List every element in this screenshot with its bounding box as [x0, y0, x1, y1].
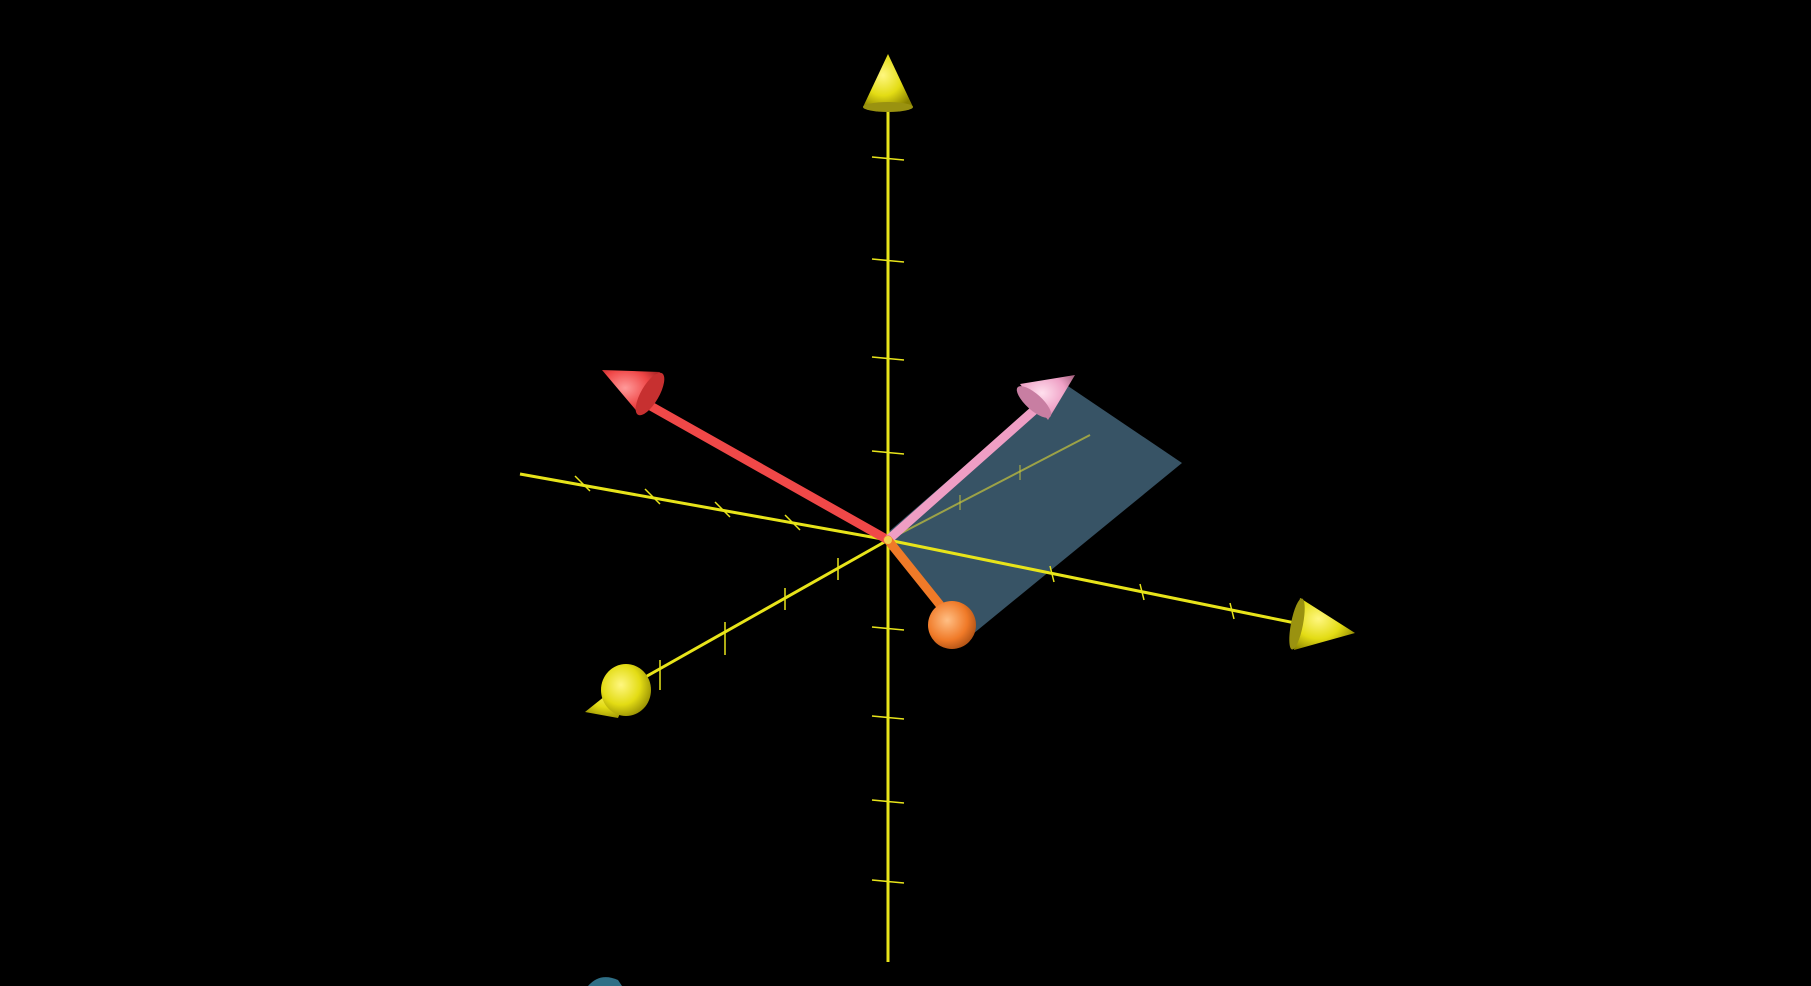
- axis-front-left-ticks: [659, 558, 839, 690]
- axis-vertical-ticks: [871, 156, 905, 884]
- axis-right-ticks: [1049, 565, 1235, 620]
- vector-orange-arrowhead: [928, 601, 976, 649]
- cross-product-plane: [885, 382, 1182, 638]
- axis-vertical-arrowhead: [863, 54, 913, 107]
- vector-orange: [883, 535, 976, 649]
- vector-pink: [883, 375, 1075, 545]
- origin: [884, 536, 892, 544]
- partial-shape-bottom: [588, 977, 622, 986]
- vector-red-arrowhead: [602, 370, 660, 415]
- axis-right: [887, 538, 1355, 650]
- axis-left-back-ticks: [574, 475, 801, 531]
- vector-pink-arrowhead: [1020, 375, 1075, 420]
- axis-vertical: [863, 54, 913, 962]
- axis-left-back: [519, 472, 889, 542]
- vector-red: [602, 370, 893, 545]
- axis-front-left: [585, 538, 889, 718]
- axis-right-arrowhead: [1294, 598, 1355, 650]
- axis-back-diagonal: [887, 434, 1091, 541]
